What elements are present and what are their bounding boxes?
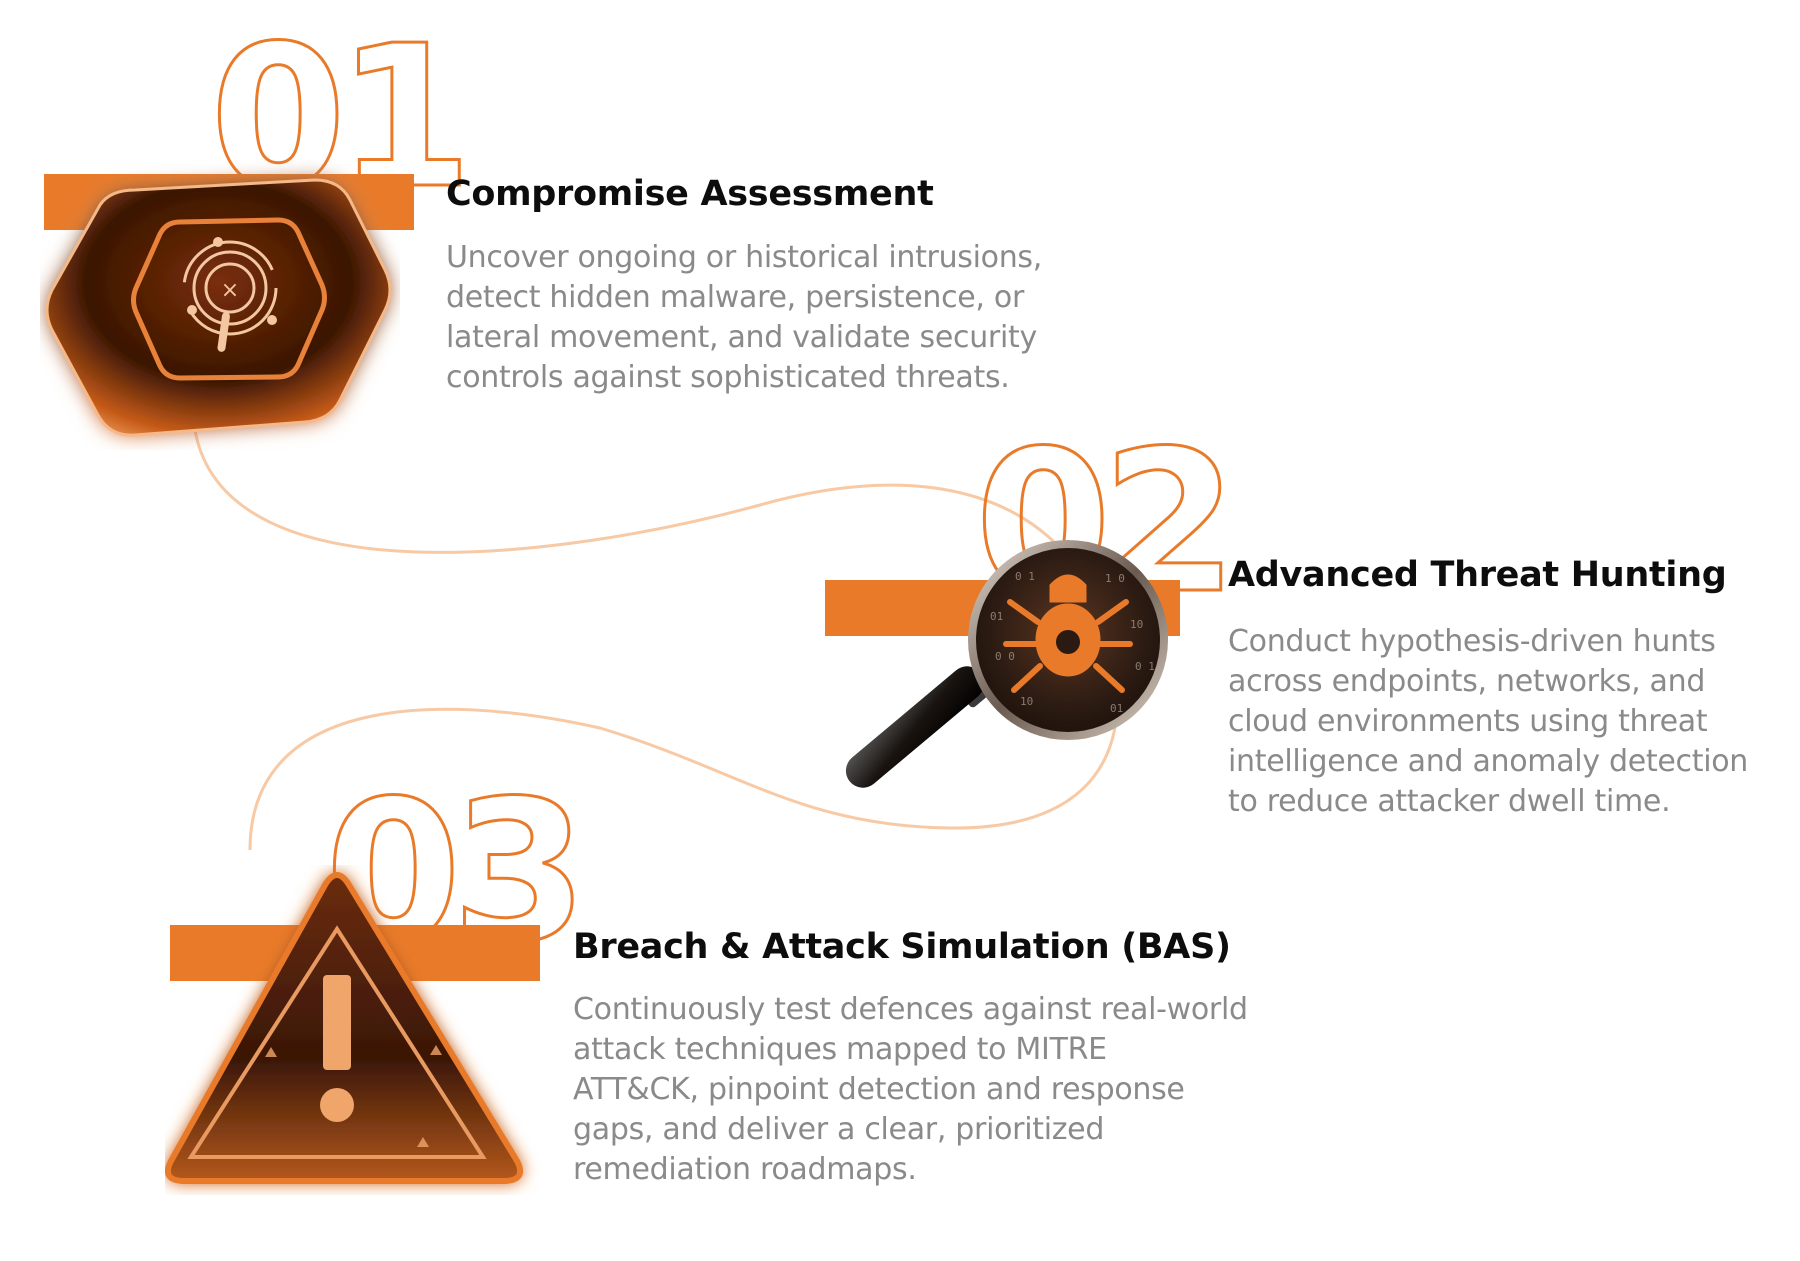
svg-text:1 0: 1 0 (1105, 572, 1125, 585)
step-number: 03 (324, 759, 590, 987)
svg-text:01: 01 (990, 610, 1003, 623)
svg-text:10: 10 (1130, 618, 1143, 631)
step-number: 01 (209, 4, 475, 232)
svg-text:10: 10 (1020, 695, 1033, 708)
accent-bar (825, 580, 1180, 636)
step-number: 02 (974, 409, 1240, 637)
svg-text:0 1: 0 1 (1135, 660, 1155, 673)
svg-text:0 1: 0 1 (1015, 570, 1035, 583)
item-description: Conduct hypothesis-driven hunts across e… (1228, 624, 1749, 819)
warning-triangle-icon (165, 872, 523, 1184)
item-title: Compromise Assessment (446, 174, 934, 214)
item-description: Uncover ongoing or historical intrusions… (446, 240, 1042, 395)
svg-text:01: 01 (1110, 702, 1123, 715)
magnifying-glass-bug-icon: 0 1 1 0 01 10 0 0 0 1 10 01 (845, 540, 1168, 788)
accent-bar (44, 174, 414, 230)
svg-text:0 0: 0 0 (995, 650, 1015, 663)
svg-text:×: × (221, 278, 239, 303)
item-description: Continuously test defences against real-… (573, 992, 1248, 1187)
accent-bar (170, 925, 540, 981)
hexagon-target-scan-icon: × (45, 178, 392, 437)
item-title: Advanced Threat Hunting (1228, 555, 1727, 595)
item-title: Breach & Attack Simulation (BAS) (573, 927, 1231, 967)
